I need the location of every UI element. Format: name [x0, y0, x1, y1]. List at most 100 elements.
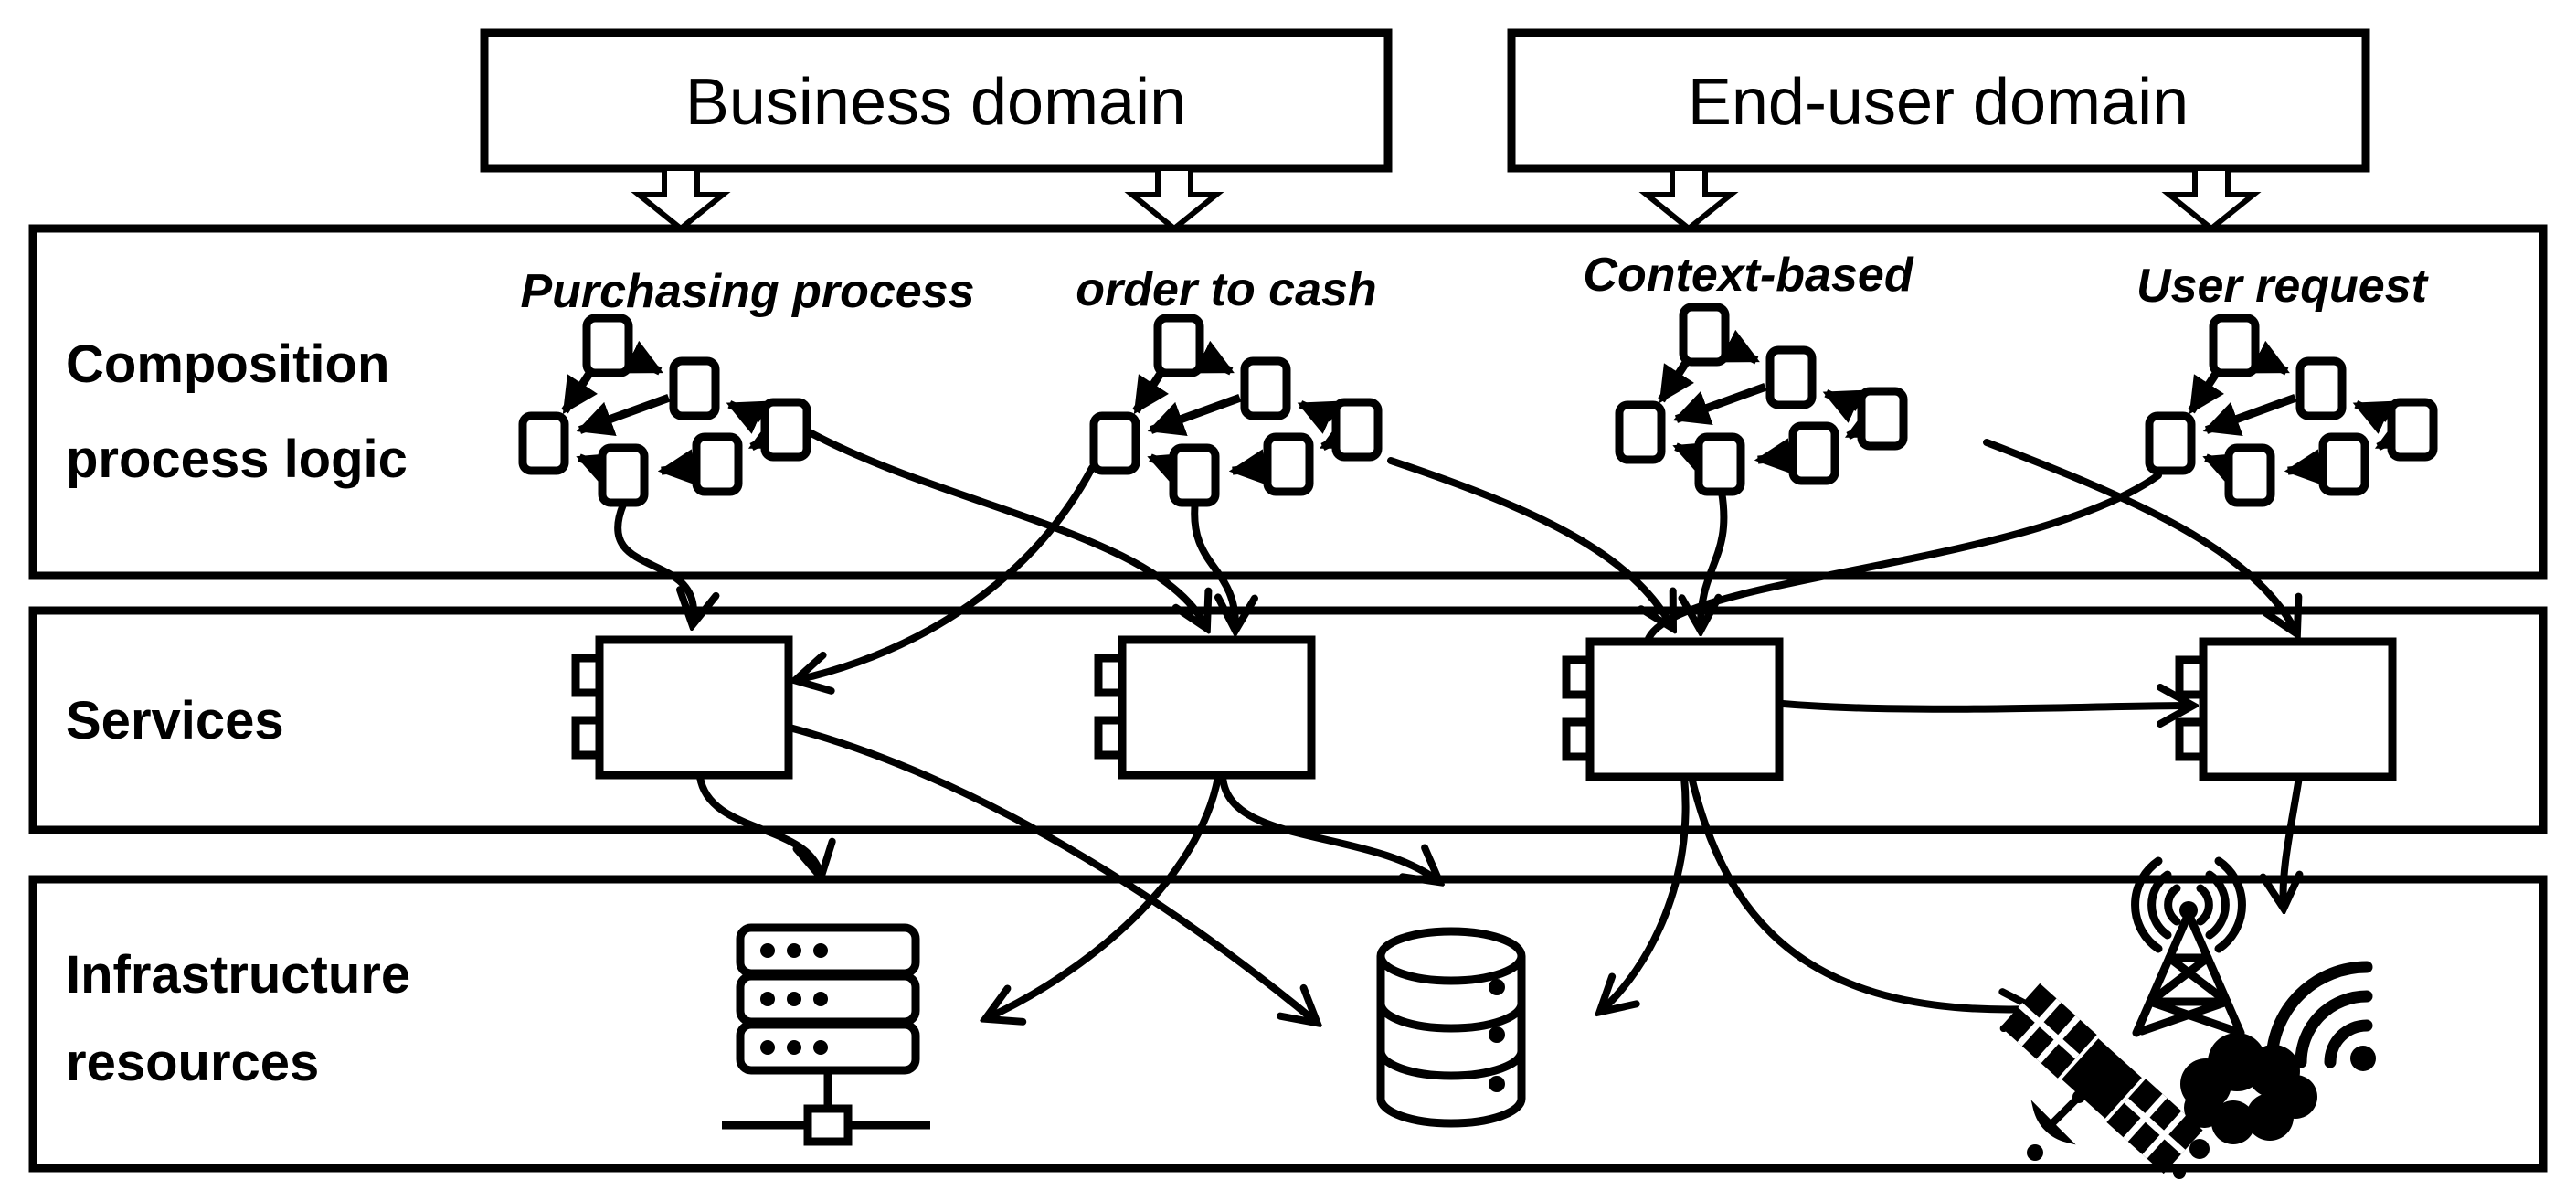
- wifi-signal-icon: [2265, 961, 2376, 1071]
- service-component-s3: [1562, 637, 1784, 781]
- process-edge-n5-n6: [1754, 438, 1793, 474]
- process-node-purchasing-n1: [582, 314, 633, 377]
- process-edge-n6-n3: [1672, 441, 1713, 476]
- process-edge-n4-n2: [726, 400, 767, 434]
- cloud-icon: [2173, 1033, 2317, 1179]
- process-edge-n2-n3: [576, 394, 671, 437]
- component-body: [595, 635, 793, 780]
- process-node-user_request-n2: [2295, 356, 2347, 420]
- block-arrow-business: [1124, 165, 1224, 232]
- process-edge-n4-n5: [1319, 416, 1361, 452]
- process-edge-n1-n3: [2188, 366, 2225, 415]
- process-label-context-based: Context-based: [1583, 249, 1913, 302]
- process-node-context_based-n3: [1615, 400, 1666, 464]
- composition-layer-label-line1: Composition: [66, 335, 389, 394]
- composition-layer-label-line2: process logic: [66, 430, 408, 489]
- service-component-s1: [571, 635, 793, 780]
- link-s3-bottom-to-database-right: [1601, 773, 1690, 1011]
- infrastructure-layer-label-line1: Infrastructure: [66, 945, 410, 1004]
- process-edge-n4-n5: [747, 416, 790, 452]
- process-graph-context_based: [1615, 303, 1908, 496]
- process-edge-n1-n3: [1658, 355, 1695, 404]
- process-node-user_request-n6: [2224, 443, 2275, 507]
- service-component-s4: [2175, 637, 2397, 781]
- process-node-order_to_cash-n6: [1169, 443, 1220, 507]
- block-arrow-end_user: [1638, 165, 1739, 232]
- process-graph-order_to_cash: [1089, 314, 1383, 507]
- component-body: [1118, 635, 1316, 780]
- services-layer-label: Services: [66, 691, 284, 750]
- process-label-user-request: User request: [2136, 260, 2430, 313]
- link-s4-bottom-to-telecom-top: [2284, 773, 2299, 907]
- link-order_to_cash-n4-to-s3-top: [1387, 457, 1672, 627]
- link-s2-bottom-to-server-right: [987, 773, 1222, 1018]
- process-edge-n4-n2: [1297, 400, 1338, 434]
- business-domain-label: Business domain: [685, 66, 1186, 139]
- process-edge-n1-n2: [1193, 340, 1235, 376]
- server-rack-icon: [722, 923, 930, 1146]
- process-node-purchasing-n4: [760, 398, 811, 462]
- link-purchasing-n6-to-s1-top: [614, 501, 694, 623]
- process-edge-n2-n3: [2202, 394, 2297, 437]
- composition-layer-box: [28, 224, 2548, 580]
- link-s1-bottom-to-server-top: [696, 773, 821, 876]
- domain-to-composition-arrows: [631, 165, 2262, 232]
- process-node-purchasing-n6: [598, 443, 649, 507]
- process-edge-n4-n5: [2374, 416, 2416, 452]
- composition-process-graphs: [518, 303, 2438, 507]
- process-node-order_to_cash-n2: [1240, 356, 1291, 420]
- link-s2-bottom-to-database-top: [1219, 773, 1438, 881]
- process-node-order_to_cash-n3: [1089, 411, 1140, 475]
- process-node-context_based-n4: [1857, 387, 1908, 451]
- business-domain-box: [480, 28, 1393, 173]
- block-arrow-end_user: [2161, 165, 2262, 232]
- service-component-s2: [1094, 635, 1316, 780]
- process-edge-n6-n3: [576, 452, 617, 487]
- process-node-user_request-n4: [2387, 398, 2438, 462]
- process-node-order_to_cash-n4: [1331, 398, 1383, 462]
- service-components: [571, 635, 2397, 781]
- end-user-domain-label: End-user domain: [1688, 66, 2189, 139]
- database-icon: [1376, 927, 1526, 1128]
- process-edge-n1-n2: [1719, 329, 1760, 365]
- process-node-purchasing-n2: [669, 356, 720, 420]
- process-edge-n2-n3: [1147, 394, 1242, 437]
- process-edge-n6-n3: [1147, 452, 1188, 487]
- process-edge-n1-n3: [561, 366, 599, 415]
- process-edge-n1-n3: [1132, 366, 1170, 415]
- component-body: [2199, 637, 2397, 781]
- process-edge-n5-n6: [657, 449, 696, 485]
- process-node-context_based-n2: [1765, 345, 1817, 409]
- component-body: [1585, 637, 1784, 781]
- process-node-context_based-n5: [1788, 421, 1839, 485]
- infrastructure-layer-label-line2: resources: [66, 1033, 319, 1092]
- process-node-user_request-n5: [2318, 432, 2369, 496]
- process-graph-user_request: [2145, 314, 2438, 507]
- process-edge-n4-n5: [1844, 405, 1886, 441]
- link-order_to_cash-n3-to-s1-right: [797, 464, 1096, 680]
- process-edge-n6-n3: [2202, 452, 2243, 487]
- block-arrow-business: [631, 165, 731, 232]
- radio-tower-icon: [2131, 856, 2246, 1037]
- link-context_based-n4-to-s4-top: [1983, 439, 2296, 632]
- process-node-order_to_cash-n1: [1153, 314, 1204, 377]
- process-label-order-to-cash: order to cash: [1076, 263, 1376, 316]
- process-node-user_request-n3: [2145, 411, 2196, 475]
- process-edge-n2-n3: [1672, 383, 1767, 426]
- link-purchasing-n4-to-s2-top: [804, 428, 1206, 627]
- process-node-purchasing-n3: [518, 411, 569, 475]
- process-label-purchasing: Purchasing process: [520, 265, 974, 318]
- process-graph-purchasing: [518, 314, 811, 507]
- process-node-context_based-n1: [1679, 303, 1730, 367]
- process-node-user_request-n1: [2209, 314, 2260, 377]
- process-edge-n5-n6: [2284, 449, 2323, 485]
- end-user-domain-box: [1507, 28, 2370, 173]
- process-edge-n1-n2: [622, 340, 663, 376]
- link-s3-bottom-to-telecom-left: [1688, 773, 2034, 1009]
- infrastructure-layer-box: [28, 875, 2548, 1173]
- process-edge-n4-n2: [2352, 400, 2393, 434]
- process-node-context_based-n6: [1694, 432, 1745, 496]
- process-edge-n4-n2: [1822, 389, 1863, 423]
- link-order_to_cash-n6-to-s2-top: [1191, 497, 1235, 629]
